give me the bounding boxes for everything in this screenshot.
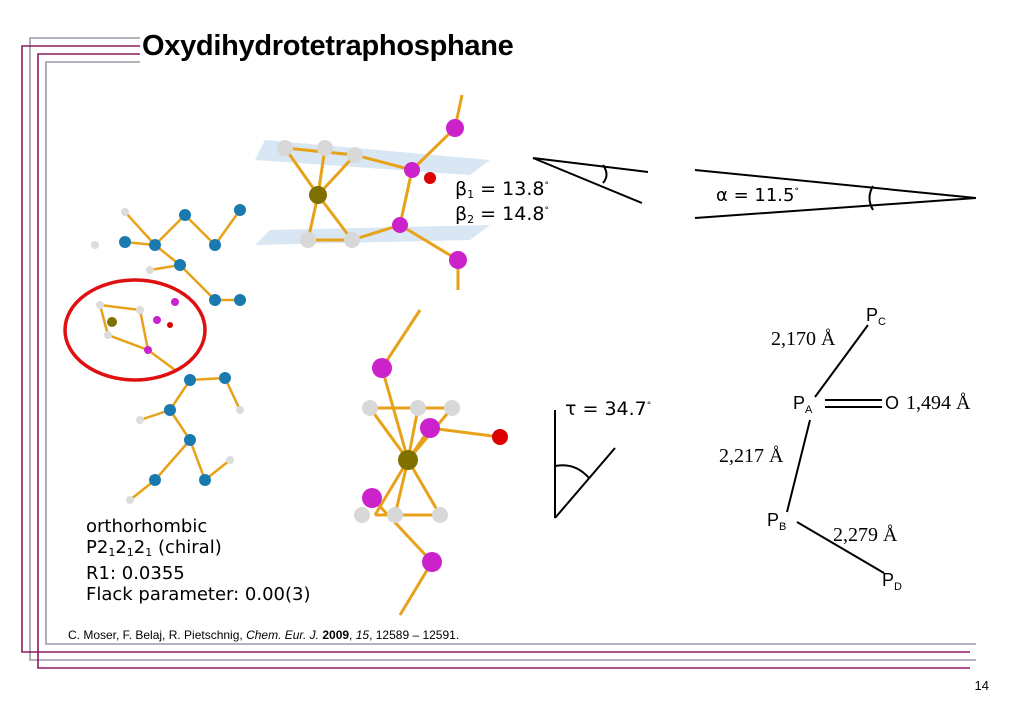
distance-pa-pc: 2,170 Å xyxy=(771,328,836,350)
atom-pb: PB xyxy=(767,510,787,533)
slide-title: Oxydihydrotetraphosphane xyxy=(142,30,514,62)
distance-pa-pb: 2,217 Å xyxy=(719,445,784,467)
space-group: P212121 (chiral) xyxy=(86,537,222,559)
beta-angle-diagram xyxy=(532,157,649,204)
bond-diagram xyxy=(786,324,885,574)
atom-pa: PA xyxy=(793,393,813,416)
atom-o: O xyxy=(885,393,900,413)
page-number: 14 xyxy=(974,678,989,693)
tau-label: τ = 34.7° xyxy=(565,398,652,420)
distance-pb-pd: 2,279 Å xyxy=(833,524,898,546)
citation: C. Moser, F. Belaj, R. Pietschnig, Chem.… xyxy=(68,628,460,642)
crystal-info: orthorhombic P212121 (chiral) R1: 0.0355… xyxy=(86,516,311,605)
distance-pa-o: 1,494 Å xyxy=(906,392,971,414)
atom-pc: PC xyxy=(866,305,886,328)
alpha-angle-diagram xyxy=(694,169,977,219)
atom-pd: PD xyxy=(882,570,902,593)
side-molecule-image xyxy=(354,309,508,616)
frame-lines xyxy=(21,37,976,669)
top-molecule-image xyxy=(255,94,490,290)
r1-value: R1: 0.0355 xyxy=(86,563,185,584)
tau-angle-diagram xyxy=(554,410,616,519)
packing-structure-image xyxy=(98,209,242,501)
beta1-label: β1 = 13.8° xyxy=(455,178,549,201)
crystal-system: orthorhombic xyxy=(86,516,208,537)
beta2-label: β2 = 14.8° xyxy=(455,203,549,226)
packing-atoms xyxy=(91,204,246,504)
flack-parameter: Flack parameter: 0.00(3) xyxy=(86,584,311,605)
highlight-circle xyxy=(63,278,207,382)
alpha-label: α = 11.5° xyxy=(716,185,799,206)
